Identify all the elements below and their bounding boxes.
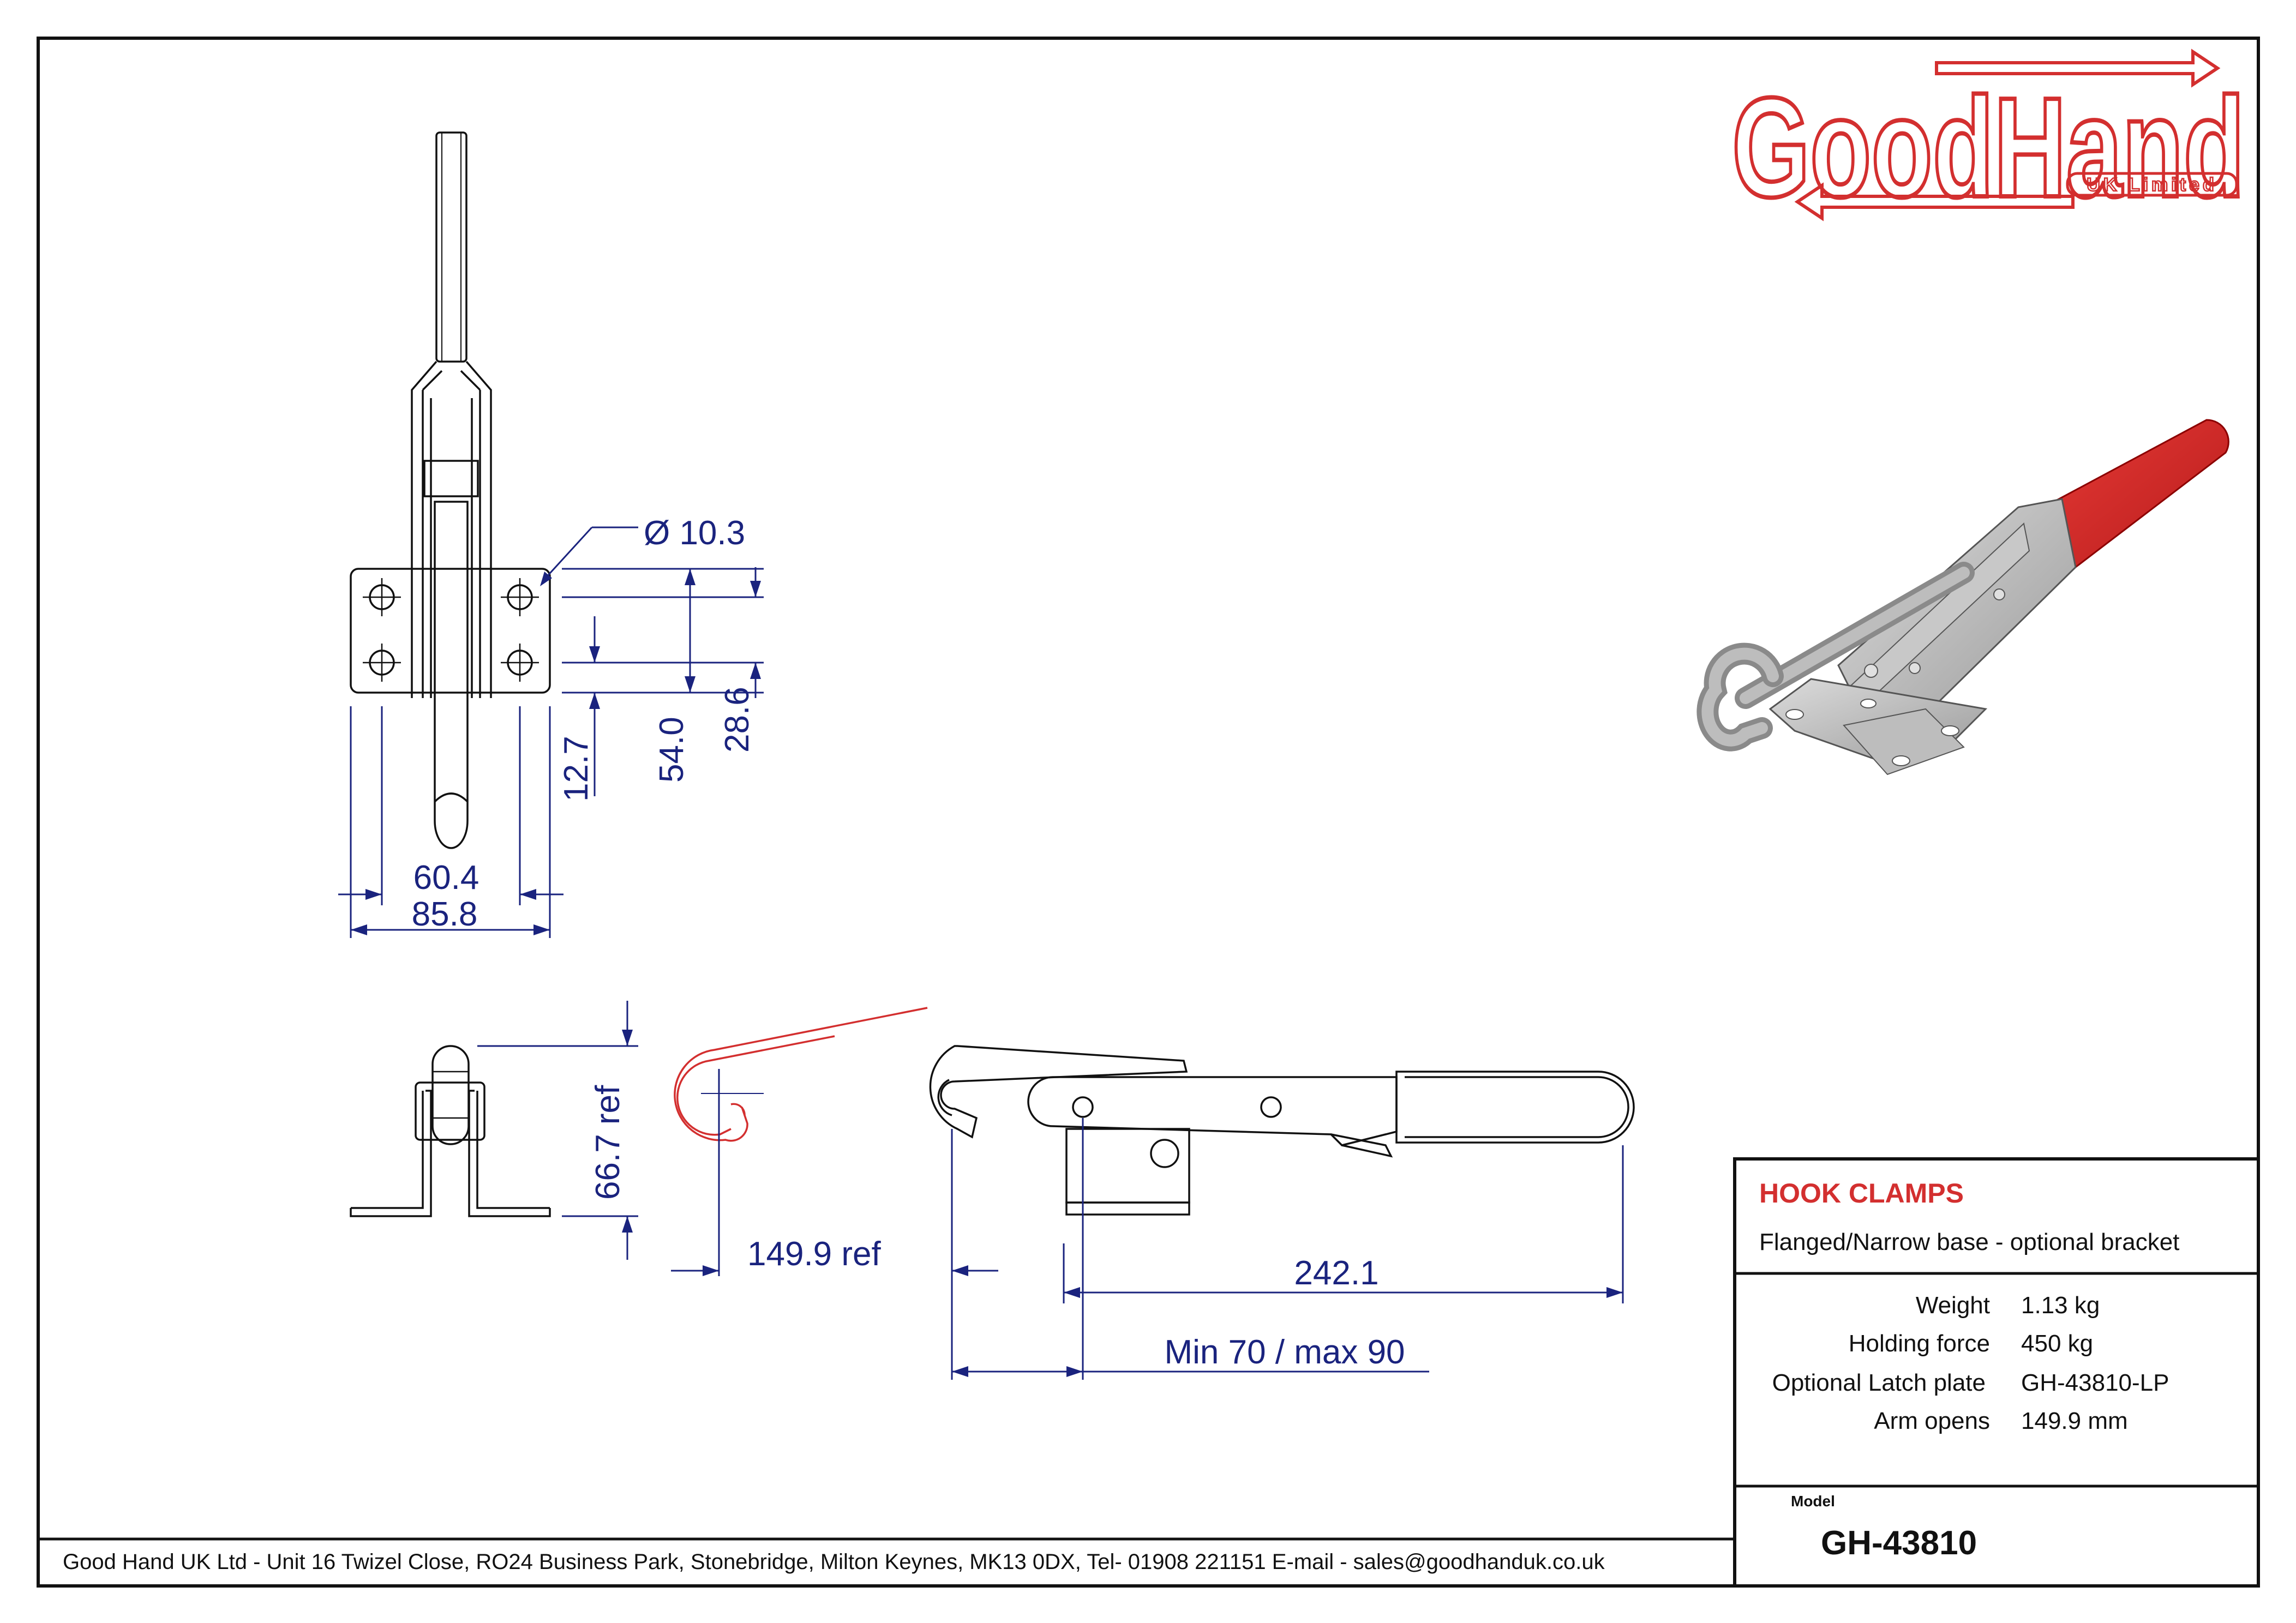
handle-grip-side <box>1395 1071 1635 1144</box>
dim-12-7: 12.7 <box>557 736 595 802</box>
spec-value: 1.13 kg <box>2021 1292 2100 1319</box>
side-view-dimensions: 242.1 Min 70 / max 90 <box>951 1118 1624 1380</box>
dim-28-6: 28.6 <box>718 687 756 753</box>
spec-label: Arm opens <box>1874 1408 1990 1434</box>
handle-grip-top <box>435 131 467 363</box>
top-view <box>350 131 551 849</box>
logo-sub-box <box>2066 172 2238 197</box>
logo-arrow-bottom <box>1794 182 2075 221</box>
title-block-subtitle: Flanged/Narrow base - optional bracket <box>1759 1229 2179 1255</box>
model-number: GH-43810 <box>1821 1524 1977 1562</box>
dim-66-7: 66.7 ref <box>589 1085 627 1200</box>
spec-value: 149.9 mm <box>2021 1408 2128 1434</box>
red-handle <box>2053 419 2229 569</box>
logo-arrow-top <box>1935 49 2221 88</box>
top-dimensions: Ø 10.3 54.0 28.6 12.7 60.4 <box>338 514 764 938</box>
dim-hole-diameter: Ø 10.3 <box>644 514 745 552</box>
spec-label: Optional Latch plate <box>1772 1369 1986 1396</box>
clamp-3d-render <box>1696 419 2229 776</box>
mounting-holes <box>363 578 539 682</box>
hook-rod-top <box>434 501 469 849</box>
hook-open-position <box>674 1007 928 1142</box>
dim-85-8: 85.8 <box>412 895 478 933</box>
base-plate <box>350 568 551 694</box>
dim-242-1: 242.1 <box>1294 1254 1378 1292</box>
outer-frame <box>37 37 2260 1588</box>
spec-list: Weight 1.13 kg Holding force 450 kg Opti… <box>1772 1292 2169 1434</box>
spec-value: 450 kg <box>2021 1330 2093 1357</box>
company-logo: GoodHand UK Limited <box>1730 49 2247 229</box>
model-label: Model <box>1791 1493 1835 1510</box>
title-block: HOOK CLAMPS Flanged/Narrow base - option… <box>1733 1157 2260 1588</box>
end-view-dimensions: 66.7 ref <box>477 1001 638 1260</box>
spec-label: Weight <box>1916 1292 1990 1319</box>
hook <box>929 1045 1188 1139</box>
footer-address: Good Hand UK Ltd - Unit 16 Twizel Close,… <box>63 1550 1605 1574</box>
dim-149-9: 149.9 ref <box>747 1235 882 1273</box>
logo-brand: GoodHand <box>1732 69 2245 227</box>
side-view <box>929 1045 1635 1216</box>
footer: Good Hand UK Ltd - Unit 16 Twizel Close,… <box>38 1537 1735 1574</box>
end-view <box>350 1045 551 1217</box>
arc-dimension: 149.9 ref <box>671 1069 882 1276</box>
dim-54: 54.0 <box>653 717 691 783</box>
spec-label: Holding force <box>1849 1330 1990 1357</box>
dim-60-4: 60.4 <box>413 859 479 897</box>
logo-sub: UK Limited <box>2087 175 2217 195</box>
title-block-title: HOOK CLAMPS <box>1759 1178 1964 1209</box>
dim-min-max: Min 70 / max 90 <box>1164 1333 1405 1371</box>
spec-value: GH-43810-LP <box>2021 1369 2169 1396</box>
